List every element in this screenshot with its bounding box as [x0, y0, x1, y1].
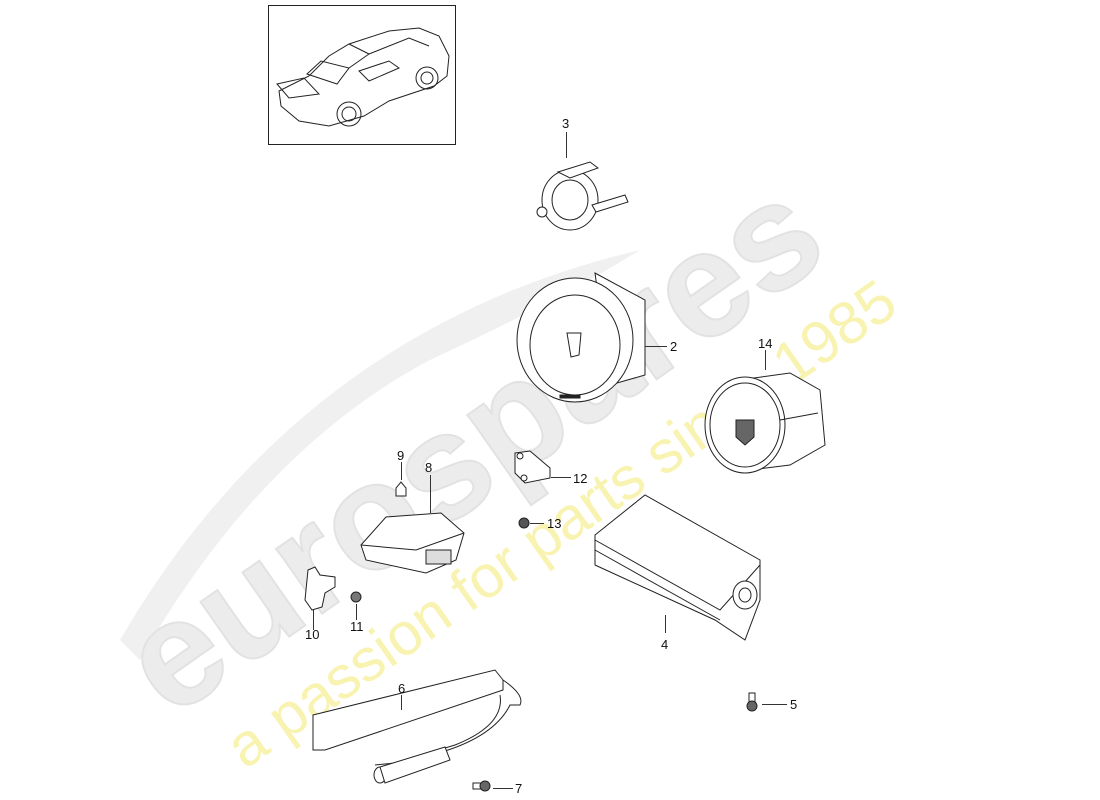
- callout-3: 3: [562, 116, 570, 131]
- callout-13: 13: [547, 516, 562, 531]
- leader-line-8: [430, 475, 431, 513]
- leader-line-4: [665, 615, 666, 633]
- callout-11: 11: [350, 619, 364, 634]
- part-13-nut[interactable]: [517, 516, 531, 530]
- callout-14: 14: [758, 336, 773, 351]
- part-8-control-unit[interactable]: [356, 505, 471, 575]
- part-4-passenger-airbag[interactable]: [585, 490, 775, 650]
- leader-line-2: [645, 346, 667, 347]
- part-11-nut[interactable]: [349, 590, 363, 604]
- callout-2: 2: [670, 339, 678, 354]
- part-10-crash-sensor[interactable]: [300, 565, 345, 613]
- part-12-crash-sensor[interactable]: [510, 448, 560, 488]
- leader-line-9: [401, 462, 402, 480]
- callout-10: 10: [305, 627, 320, 642]
- part-2-driver-airbag[interactable]: [515, 265, 665, 410]
- part-6-curtain-airbag[interactable]: [305, 665, 540, 785]
- callout-6: 6: [398, 681, 406, 696]
- leader-line-13: [530, 523, 544, 524]
- leader-line-12: [551, 477, 571, 478]
- leader-line-7: [493, 788, 513, 789]
- leader-line-11: [356, 604, 357, 620]
- vehicle-thumbnail: [268, 5, 456, 145]
- part-9-nut[interactable]: [393, 480, 409, 498]
- callout-5: 5: [790, 697, 798, 712]
- callout-4: 4: [661, 637, 669, 652]
- leader-line-14: [765, 350, 766, 370]
- leader-line-5: [762, 704, 787, 705]
- part-3-clock-spring[interactable]: [530, 150, 640, 240]
- leader-line-10: [313, 610, 314, 630]
- leader-line-6: [401, 695, 402, 710]
- part-7-bolt[interactable]: [472, 780, 493, 796]
- callout-7: 7: [515, 781, 523, 796]
- callout-12: 12: [573, 471, 588, 486]
- callout-9: 9: [397, 448, 405, 463]
- callout-8: 8: [425, 460, 433, 475]
- car-icon: [276, 27, 450, 127]
- part-5-bolt[interactable]: [744, 692, 762, 713]
- leader-line-3: [566, 132, 567, 158]
- part-14-steering-airbag[interactable]: [700, 365, 840, 480]
